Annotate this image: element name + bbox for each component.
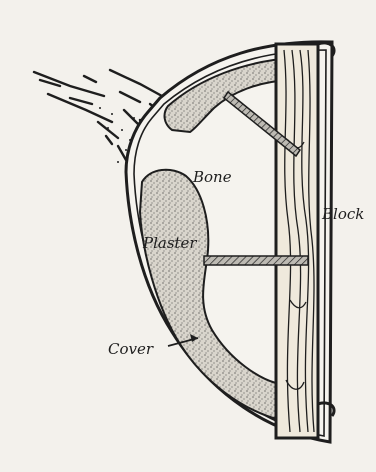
label-plaster: Plaster bbox=[143, 234, 197, 252]
label-bone: Bone bbox=[193, 168, 232, 186]
label-cover: Cover bbox=[108, 340, 153, 358]
screw-middle bbox=[204, 256, 308, 265]
label-block: Block bbox=[322, 205, 364, 223]
wooden-block bbox=[276, 44, 318, 438]
